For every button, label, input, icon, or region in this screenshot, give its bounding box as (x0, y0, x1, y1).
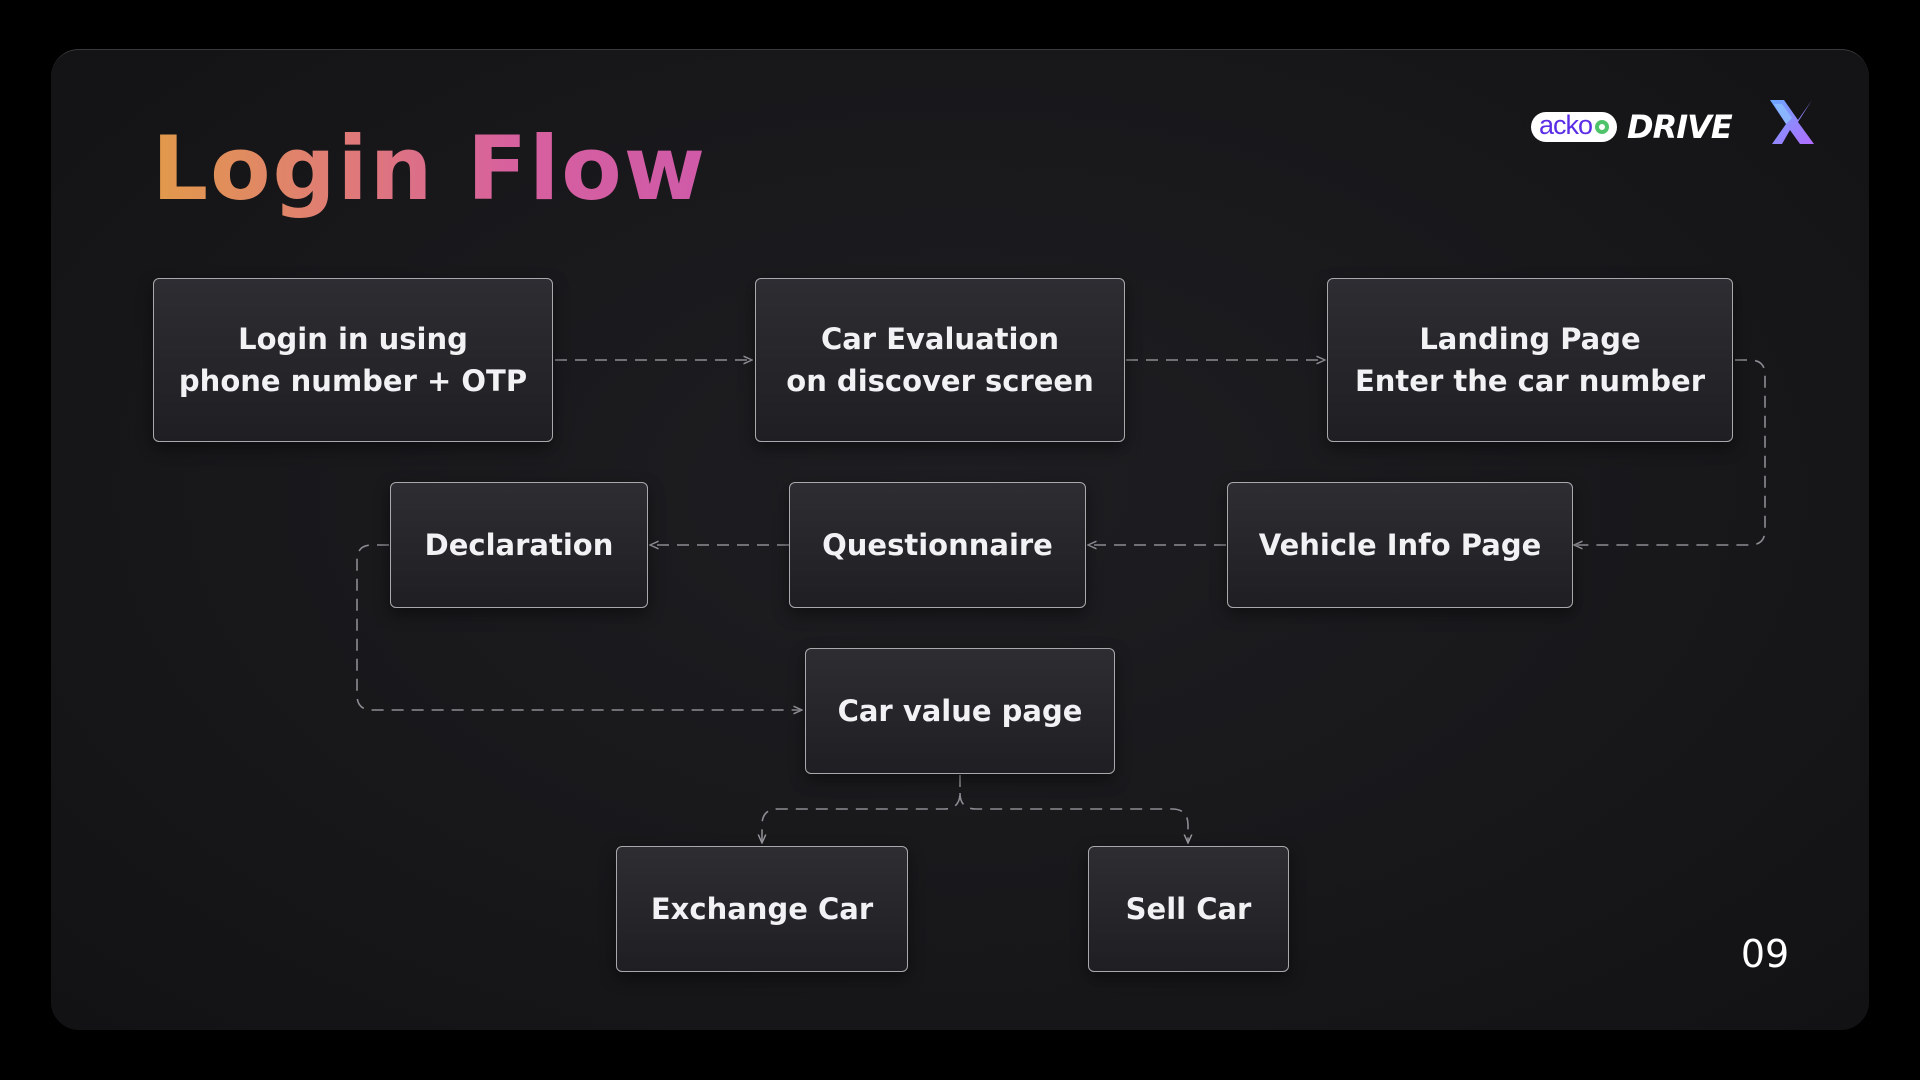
acko-logo-text: acko (1538, 110, 1593, 140)
node-car-value: Car value page (805, 648, 1115, 774)
page-title: Login Flow (152, 117, 708, 220)
node-landing-page-line-1: Landing Page (1419, 322, 1641, 356)
node-landing-page-line-2: Enter the car number (1354, 364, 1706, 398)
acko-drive-logo: acko DRIVE (1531, 97, 1733, 157)
node-vehicle-info: Vehicle Info Page (1227, 482, 1573, 608)
acko-logo: acko (1531, 112, 1617, 142)
acko-logo-dot (1595, 120, 1610, 134)
drive-logo-text: DRIVE (1627, 108, 1733, 146)
node-sell-car-line-1: Sell Car (1125, 892, 1252, 926)
page-number: 09 (1740, 932, 1790, 976)
node-declaration: Declaration (390, 482, 648, 608)
node-car-evaluation-line-2: on discover screen (786, 364, 1094, 398)
node-vehicle-info-line-1: Vehicle Info Page (1258, 528, 1542, 562)
node-declaration-line-1: Declaration (424, 528, 614, 562)
node-login: Login in using phone number + OTP (153, 278, 553, 442)
node-questionnaire-line-1: Questionnaire (822, 528, 1053, 562)
node-car-evaluation-line-1: Car Evaluation (820, 322, 1060, 356)
node-questionnaire: Questionnaire (789, 482, 1086, 608)
partner-logo-icon (1770, 100, 1814, 144)
node-landing-page: Landing Page Enter the car number (1327, 278, 1733, 442)
node-car-value-line-1: Car value page (837, 694, 1083, 728)
node-login-line-1: Login in using (238, 322, 468, 356)
node-exchange-car-line-1: Exchange Car (650, 892, 874, 926)
node-car-evaluation: Car Evaluation on discover screen (755, 278, 1125, 442)
node-login-line-2: phone number + OTP (178, 364, 528, 398)
node-exchange-car: Exchange Car (616, 846, 908, 972)
node-sell-car: Sell Car (1088, 846, 1289, 972)
